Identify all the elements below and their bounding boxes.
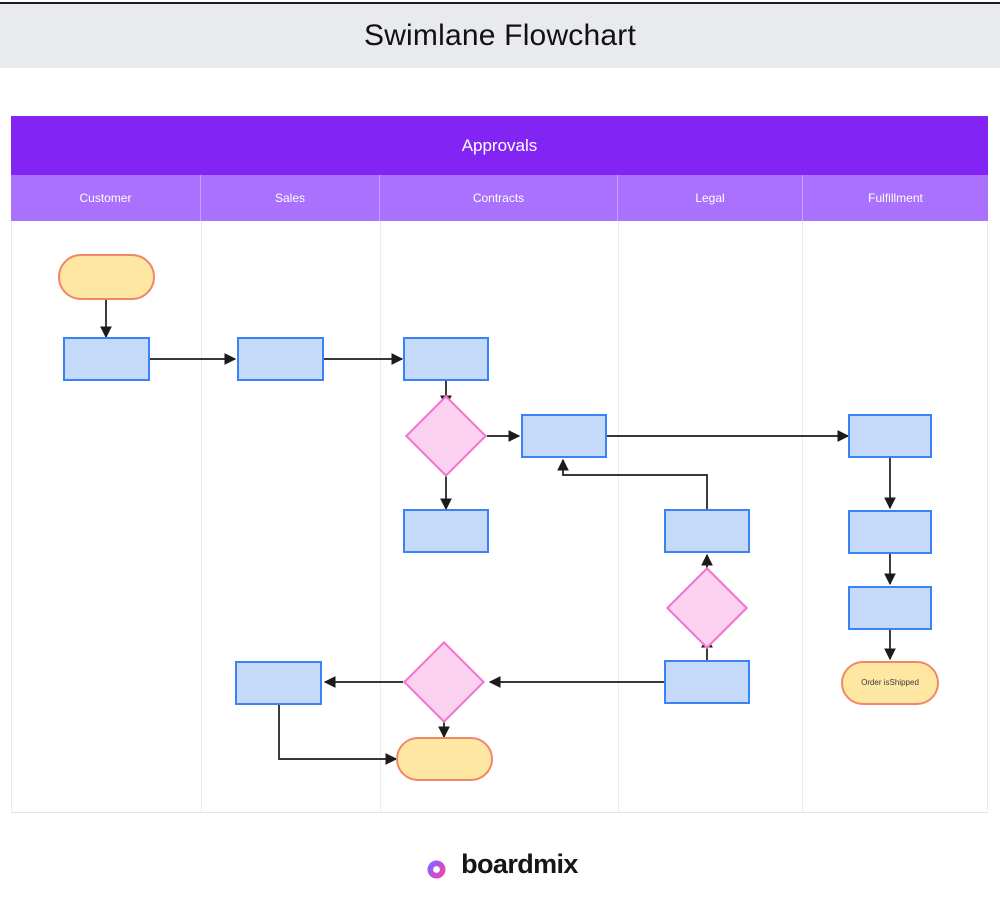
node-fulfillment-process-2[interactable] xyxy=(848,510,932,554)
node-contracts-process[interactable] xyxy=(403,337,489,381)
node-order-shipped-terminal[interactable]: Order is Shipped xyxy=(841,661,939,705)
node-label-line1: Order is xyxy=(861,678,890,687)
node-legal-process[interactable] xyxy=(664,509,750,553)
node-label-line2: Shipped xyxy=(889,678,919,687)
lane-header-label: Customer xyxy=(79,191,132,205)
node-sales-rework-process[interactable] xyxy=(235,661,322,705)
lane-header-row: Customer Sales Contracts Legal Fulfillme… xyxy=(11,175,988,221)
lane-header-legal[interactable]: Legal xyxy=(618,175,803,221)
lane-header-fulfillment[interactable]: Fulfillment xyxy=(803,175,988,221)
lane-header-label: Fulfillment xyxy=(868,191,923,205)
footer-branding: boardmix xyxy=(0,838,1000,890)
lane-body-row xyxy=(11,221,988,813)
lane-body-sales xyxy=(202,221,381,812)
node-legal-intake-process[interactable] xyxy=(664,660,750,704)
node-contracts-reject-process[interactable] xyxy=(403,509,489,553)
pool-title-label: Approvals xyxy=(461,135,538,155)
pool-title-band: Approvals xyxy=(11,116,988,175)
lane-header-sales[interactable]: Sales xyxy=(201,175,380,221)
node-customer-process[interactable] xyxy=(63,337,150,381)
window-title-bar: Swimlane Flowchart xyxy=(0,2,1000,68)
boardmix-logo-icon xyxy=(427,850,446,879)
lane-header-label: Legal xyxy=(695,191,725,205)
node-fulfillment-process-3[interactable] xyxy=(848,586,932,630)
swimlane-pool: Approvals Customer Sales Contracts Legal… xyxy=(11,116,988,813)
lane-header-label: Contracts xyxy=(472,191,525,205)
lane-header-label: Sales xyxy=(274,191,306,205)
node-sales-process[interactable] xyxy=(237,337,324,381)
lane-header-customer[interactable]: Customer xyxy=(11,175,201,221)
node-fulfillment-process-1[interactable] xyxy=(848,414,932,458)
lane-body-customer xyxy=(12,221,202,812)
lane-header-contracts[interactable]: Contracts xyxy=(380,175,618,221)
node-start-terminal[interactable] xyxy=(58,254,155,300)
page-title: Swimlane Flowchart xyxy=(363,19,637,52)
node-contracts-review-process[interactable] xyxy=(521,414,607,458)
boardmix-wordmark: boardmix xyxy=(461,848,578,879)
node-contracts-end-terminal[interactable] xyxy=(396,737,493,781)
